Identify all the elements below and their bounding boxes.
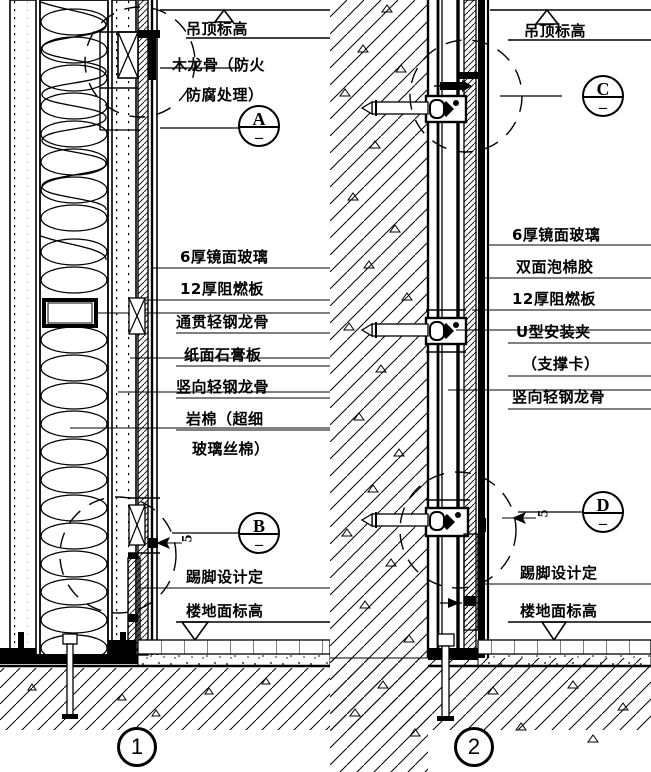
label-through-light-steel-keel: 通贯轻钢龙骨 <box>176 313 270 331</box>
label-paper-faced-gypsum-board: 纸面石膏板 <box>184 346 262 364</box>
label-mirror-glass-2: 6厚镜面玻璃 <box>512 226 601 244</box>
panel-2-linework <box>330 0 651 772</box>
label-ceiling-level-2: 吊顶标高 <box>524 22 587 40</box>
callout-bubble-c[interactable]: C – <box>582 75 624 117</box>
callout-divider-b <box>240 533 278 535</box>
label-floor-level-2: 楼地面标高 <box>520 602 598 620</box>
callout-sub-b: – <box>255 536 263 553</box>
callout-divider-c <box>584 96 622 98</box>
callout-divider-d <box>584 512 622 514</box>
label-ceiling-level-1: 吊顶标高 <box>186 20 249 38</box>
label-fire-retardant-board-2: 12厚阻燃板 <box>512 290 596 308</box>
label-floor-level: 楼地面标高 <box>186 602 264 620</box>
label-wood-keel-line2: 防腐处理） <box>186 86 264 104</box>
view-tag-1[interactable]: 1 <box>117 727 157 767</box>
callout-letter-a: A <box>252 109 266 129</box>
dimension-gap-5: 5 <box>179 534 196 543</box>
mid-keel-x <box>128 297 146 335</box>
callout-divider-a <box>240 126 278 128</box>
detail-drawing-panel-2: 吊顶标高 6厚镜面玻璃 双面泡棉胶 12厚阻燃板 U型安装夹 （支撑卡） 竖向轻… <box>330 0 651 772</box>
callout-sub-c: – <box>599 99 607 116</box>
label-vertical-light-steel-keel: 竖向轻钢龙骨 <box>176 378 270 396</box>
label-skirting-by-design: 踢脚设计定 <box>186 568 264 586</box>
callout-letter-c: C <box>596 79 610 99</box>
callout-sub-a: – <box>255 129 263 146</box>
label-skirting-by-design-2: 踢脚设计定 <box>520 564 598 582</box>
label-wood-keel-line1: 木龙骨（防火 <box>172 56 266 74</box>
through-keel-section <box>42 298 98 328</box>
label-mirror-glass: 6厚镜面玻璃 <box>180 248 269 266</box>
callout-letter-b: B <box>252 516 265 536</box>
u-clip-assembly-top <box>360 72 485 124</box>
label-u-mount-clip-line1: U型安装夹 <box>516 323 591 341</box>
detail-drawing-panel-1: 吊顶标高 木龙骨（防火 防腐处理） 6厚镜面玻璃 12厚阻燃板 通贯轻钢龙骨 纸… <box>0 0 330 767</box>
panel-1-linework <box>0 0 330 730</box>
view-tag-2[interactable]: 2 <box>454 727 494 767</box>
callout-sub-d: – <box>599 515 607 532</box>
label-fire-retardant-board: 12厚阻燃板 <box>180 280 264 298</box>
detail-bubble-d <box>399 471 517 589</box>
label-double-sided-foam-tape: 双面泡棉胶 <box>516 258 594 276</box>
u-clip-assembly-bottom <box>360 499 486 631</box>
callout-letter-d: D <box>596 495 610 515</box>
label-rock-wool-line1: 岩棉（超细 <box>186 410 264 428</box>
detail-bubble-a <box>84 6 196 118</box>
dimension-gap-5-2: 5 <box>535 509 552 518</box>
detail-bubble-b <box>59 496 177 614</box>
callout-bubble-b[interactable]: B – <box>238 512 280 554</box>
label-rock-wool-line2: 玻璃丝棉） <box>192 440 270 458</box>
label-vertical-light-steel-keel-2: 竖向轻钢龙骨 <box>512 388 606 406</box>
label-u-mount-clip-line2: （支撑卡） <box>522 355 600 373</box>
callout-bubble-a[interactable]: A – <box>238 105 280 147</box>
ceiling-junction-detail <box>99 30 160 131</box>
callout-bubble-d[interactable]: D – <box>582 491 624 533</box>
u-clip-assembly-mid <box>360 309 468 353</box>
